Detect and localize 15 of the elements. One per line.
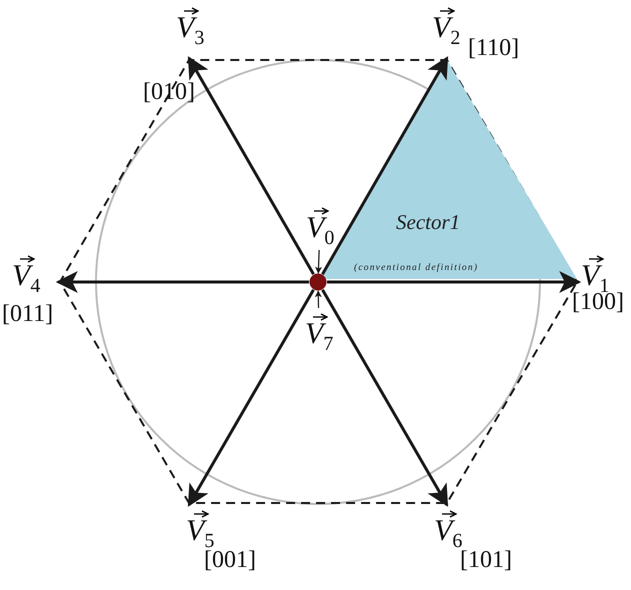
vector-arrow: [188, 56, 315, 275]
vector-arrow: [321, 56, 448, 275]
switching-state-label: [010]: [143, 80, 195, 104]
pointer-arrow: [315, 250, 322, 274]
sector-note: (conventional definition): [354, 263, 478, 273]
switching-state-label: [001]: [204, 548, 256, 572]
vector-arrow: [188, 289, 315, 507]
vector-arrow: [327, 271, 582, 293]
pointer-arrow: [314, 290, 322, 308]
vector-arrow: [56, 271, 309, 293]
switching-state-label: [101]: [460, 548, 512, 572]
switching-state-label: [011]: [2, 302, 54, 326]
vector-arrow: [321, 289, 448, 507]
switching-state-label: [110]: [468, 36, 520, 60]
sector-label: Sector1: [396, 210, 460, 235]
